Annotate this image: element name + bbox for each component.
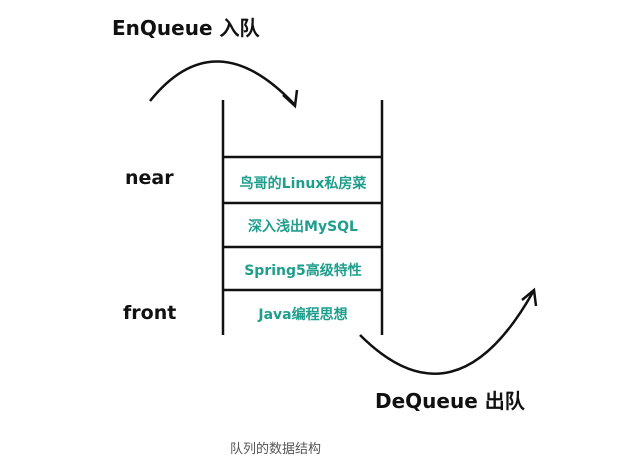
queue-item: Java编程思想 [258, 307, 348, 323]
queue-item: 鸟哥的Linux私房菜 [239, 176, 367, 192]
enqueue-label: EnQueue 入队 [112, 16, 260, 40]
dequeue-arrow [359, 291, 535, 375]
enqueue-arrowhead [282, 89, 299, 109]
dequeue-arrowhead [521, 287, 538, 307]
dequeue-label: DeQueue 出队 [375, 389, 525, 413]
queue-item: 深入浅出MySQL [248, 219, 358, 235]
caption: 队列的数据结构 [230, 442, 322, 457]
enqueue-arrow [149, 60, 296, 106]
front-label: front [123, 302, 177, 324]
near-label: near [125, 167, 174, 189]
queue-item: Spring5高级特性 [244, 263, 362, 279]
